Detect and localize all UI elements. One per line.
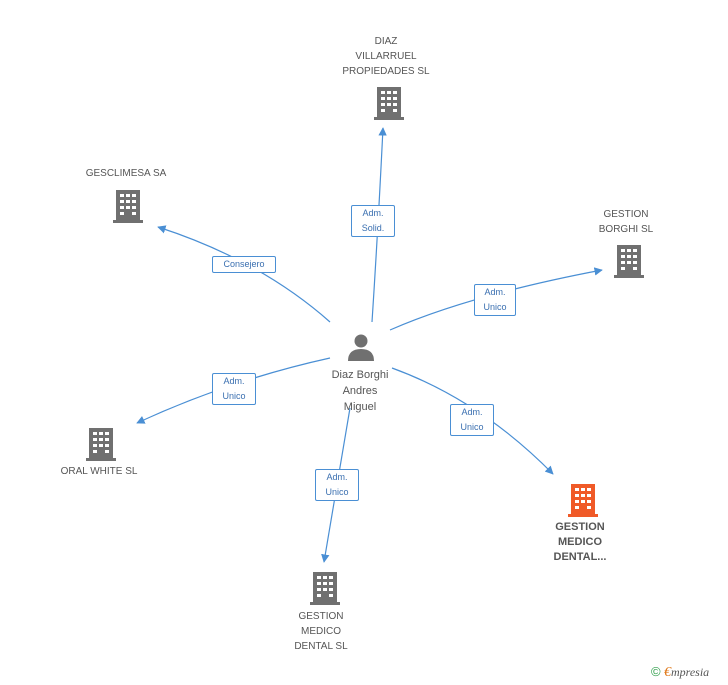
edge-label-gestion-borghi: Adm. Unico [474, 284, 516, 316]
company-name-diaz-villarruel[interactable]: DIAZ VILLARRUEL PROPIEDADES SL [342, 36, 430, 77]
building-icon[interactable] [309, 571, 341, 605]
building-icon[interactable] [85, 427, 117, 461]
building-icon[interactable] [567, 483, 599, 517]
company-name-gestion-medico-highlight[interactable]: GESTION MEDICO DENTAL... [553, 521, 607, 563]
building-icon[interactable] [373, 86, 405, 120]
copyright-brand: © €mpresia [651, 664, 709, 681]
building-icon[interactable] [613, 244, 645, 278]
edge-label-oral-white: Adm. Unico [212, 373, 256, 405]
company-name-gestion-borghi[interactable]: GESTION BORGHI SL [598, 209, 654, 235]
center-person-name[interactable]: Diaz Borghi Andres Miguel [331, 369, 389, 413]
company-name-gesclimesa[interactable]: GESCLIMESA SA [85, 168, 167, 179]
brand-logo: €mpresia [663, 665, 710, 680]
company-name-oral-white[interactable]: ORAL WHITE SL [60, 466, 138, 477]
edge-label-gesclimesa: Consejero [212, 256, 276, 273]
company-name-gestion-medico-dental[interactable]: GESTION MEDICO DENTAL SL [294, 611, 348, 652]
edge-label-gestion-medico-dental: Adm. Unico [315, 469, 359, 501]
edge-label-diaz-villarruel: Adm. Solid. [351, 205, 395, 237]
copyright-symbol: © [651, 664, 661, 679]
person-icon [348, 334, 374, 361]
edge-line-gesclimesa [157, 225, 331, 323]
building-icon[interactable] [112, 189, 144, 223]
edge-label-gestion-medico-highlight: Adm. Unico [450, 404, 494, 436]
